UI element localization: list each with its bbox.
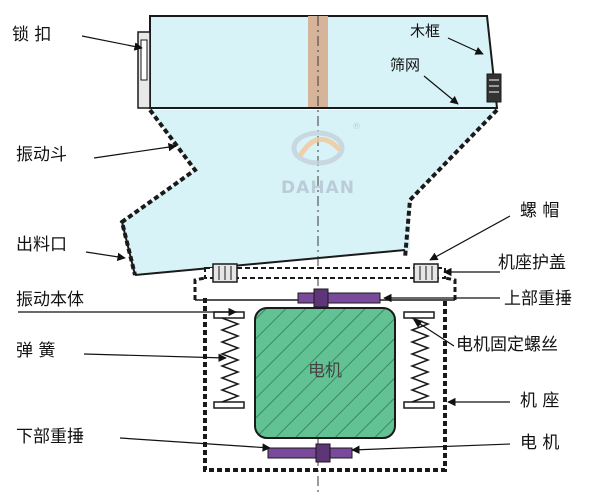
sieve-frame <box>149 15 499 109</box>
leader-lines <box>18 35 511 454</box>
lock-clamp <box>137 31 151 109</box>
label-vibration-hopper: 振动斗 <box>16 145 67 165</box>
vibration-hopper <box>119 108 499 276</box>
label-base-cover: 机座护盖 <box>498 253 566 273</box>
label-nut-cap: 螺 帽 <box>520 201 559 221</box>
label-spring: 弹 簧 <box>16 341 55 361</box>
watermark: DAHAN ® <box>281 122 361 198</box>
label-upper-weight: 上部重捶 <box>504 289 572 309</box>
motor: 电机 <box>254 307 396 439</box>
label-wood-frame: 木框 <box>410 22 440 40</box>
label-vibration-body: 振动本体 <box>16 290 84 310</box>
label-lower-weight: 下部重捶 <box>16 427 84 447</box>
label-motor-bolt: 电机固定螺丝 <box>456 335 558 355</box>
spring-right <box>403 311 435 409</box>
spring-left <box>213 311 245 409</box>
lower-weight <box>267 443 353 463</box>
watermark-registered: ® <box>352 122 361 132</box>
motor-text: 电机 <box>308 361 342 381</box>
label-screen-mesh: 筛网 <box>390 56 420 74</box>
label-motor: 电 机 <box>520 433 559 453</box>
watermark-brand: DAHAN <box>281 178 355 198</box>
label-outlet: 出料口 <box>16 235 67 255</box>
upper-weight <box>297 288 381 308</box>
label-lock: 锁 扣 <box>12 25 51 45</box>
label-base: 机 座 <box>520 391 559 411</box>
frame-clip <box>486 73 502 103</box>
